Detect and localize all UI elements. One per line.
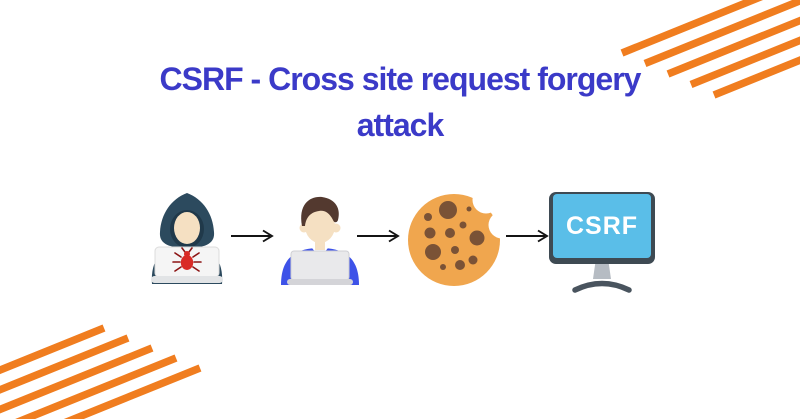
stripe-line — [0, 344, 154, 414]
monitor-screen: CSRF — [553, 194, 651, 258]
hacker-with-laptop-icon — [151, 193, 223, 284]
arrow-right-icon — [231, 229, 274, 243]
monitor-base — [572, 280, 632, 293]
stripe-line — [15, 354, 178, 419]
bug-icon — [172, 247, 202, 272]
stripe-line — [0, 324, 106, 375]
bitten-cookie-icon — [408, 194, 500, 286]
monitor-stand — [593, 264, 611, 279]
stripes-bottom-left — [0, 324, 202, 419]
title-line-2: attack — [356, 107, 445, 143]
user-with-laptop-icon — [281, 196, 359, 285]
arrow-right-icon — [506, 229, 549, 243]
stripe-line — [620, 0, 764, 57]
monitor-label: CSRF — [565, 211, 639, 240]
stripe-line — [643, 0, 800, 67]
stripe-line — [63, 364, 202, 419]
title-line-1: CSRF - Cross site request forgery — [159, 61, 642, 97]
monitor-icon: CSRF — [549, 190, 661, 294]
arrow-right-icon — [357, 229, 400, 243]
stripe-line — [0, 334, 130, 394]
page-title: CSRF - Cross site request forgery attack — [0, 56, 800, 148]
